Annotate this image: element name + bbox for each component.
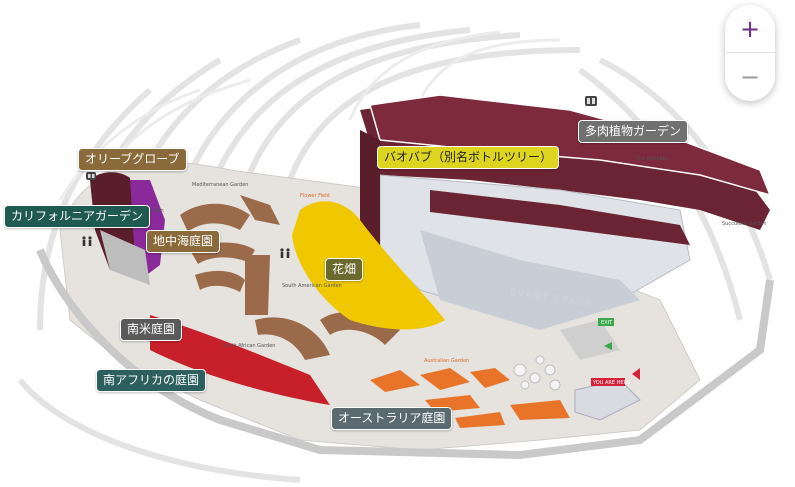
zoom-in-button[interactable]: + (725, 5, 775, 53)
elevator-icon (86, 172, 96, 180)
australia-terrace-1 (370, 370, 420, 392)
label-flower-field[interactable]: 花畑 (325, 258, 364, 281)
exit-stair (560, 320, 620, 360)
you-are-here-marker (591, 378, 625, 386)
flower-field-area (292, 201, 445, 330)
zoom-out-button[interactable]: − (739, 63, 761, 91)
event-space-front (420, 230, 640, 330)
outer-wall (36, 248, 774, 460)
direction-arrow-icon (632, 368, 640, 380)
exit-sign (598, 318, 614, 326)
australia-terrace-6 (455, 412, 505, 428)
label-south-america[interactable]: 南米庭園 (120, 318, 183, 341)
map-label-exit: EXIT (601, 320, 613, 326)
maroon-band (430, 190, 690, 245)
label-succulent-garden[interactable]: 多肉植物ガーデン (578, 120, 689, 143)
label-olive-grove[interactable]: オリーブグローブ (78, 148, 187, 171)
label-baobab[interactable]: バオバブ（別名ボトルツリー） (377, 146, 560, 169)
restroom-icon (280, 248, 290, 258)
elevator-icon (585, 96, 597, 106)
label-south-africa[interactable]: 南アフリカの庭園 (96, 369, 207, 392)
map-label-south-african: South African Garden (222, 343, 275, 349)
baobab-wall (360, 130, 380, 250)
restroom-icon (82, 236, 92, 246)
map-label-flower-field: Flower Field (300, 193, 330, 199)
map-label-mediterranean: Mediterranean Garden (192, 182, 248, 188)
south-america-terrace-2 (255, 317, 330, 360)
south-africa-area (150, 315, 330, 405)
australia-terrace-2 (420, 368, 470, 390)
label-australia[interactable]: オーストラリア庭園 (331, 407, 453, 430)
map-label-baobabs: The Baobabs (635, 156, 669, 162)
zoom-control: + − (725, 5, 775, 101)
mediterranean-terrace-1 (180, 203, 250, 232)
label-california-garden[interactable]: カリフォルニアガーデン (4, 205, 151, 228)
australia-terrace-3 (470, 368, 510, 388)
map-label-succulent: Succulent Garden (722, 221, 767, 227)
plaza-circles (513, 355, 561, 391)
direction-arrow-icon (604, 342, 612, 350)
south-america-terrace-1 (245, 255, 270, 315)
map-label-you-are-here: YOU ARE HERE (592, 380, 630, 386)
label-mediterranean-garden[interactable]: 地中海庭園 (146, 230, 221, 253)
olive-grove-stair (100, 230, 150, 285)
map-label-australian: Australian Garden (424, 358, 469, 364)
australia-terrace-5 (510, 400, 570, 420)
mediterranean-terrace-2 (240, 195, 280, 225)
map-label-south-american: South American Garden (282, 283, 342, 289)
mediterranean-terrace-4 (195, 270, 245, 292)
